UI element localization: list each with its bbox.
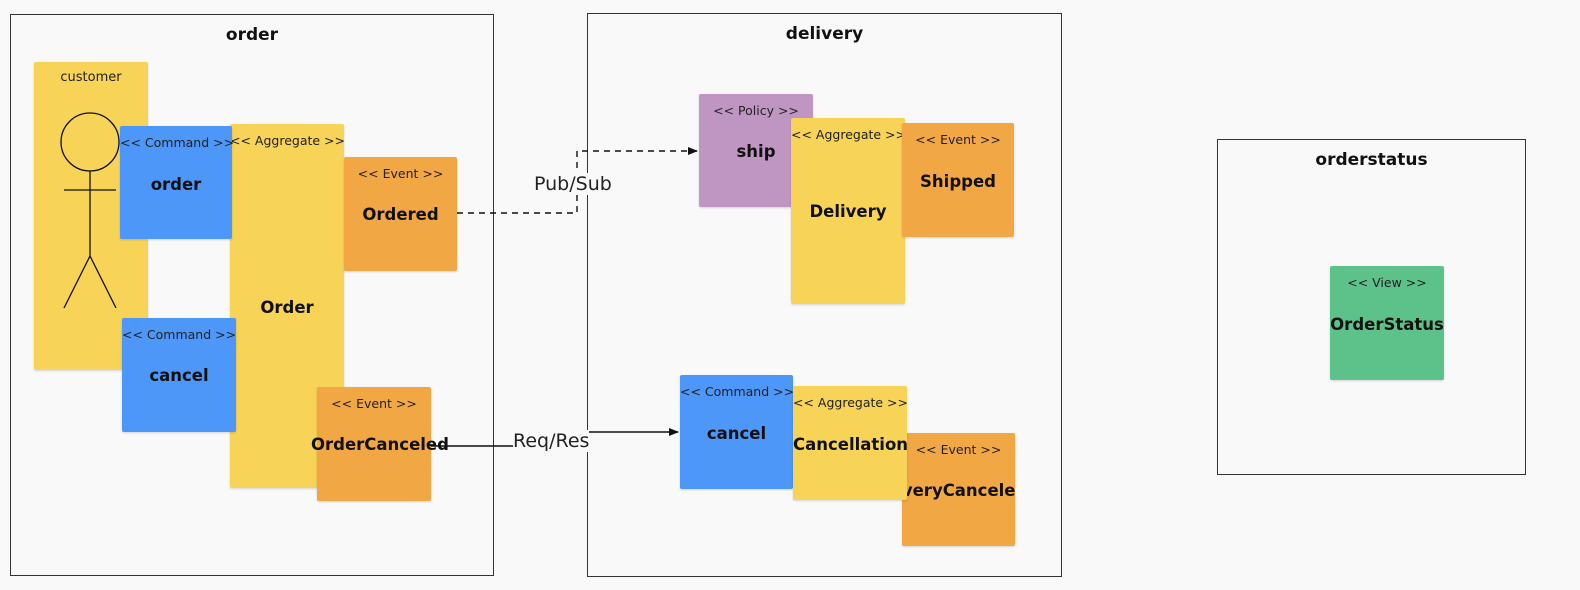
stereotype-label: << Aggregate >> [230,133,346,148]
event-name: DeliveryCanceled [902,481,1015,500]
stereotype-label: << Event >> [915,132,1001,147]
command-cancel[interactable]: << Command >> cancel [122,318,236,432]
stereotype-label: << Event >> [915,442,1002,457]
stereotype-label: << View >> [1347,275,1427,290]
stereotype-label: << Command >> [122,327,237,342]
aggregate-delivery[interactable]: << Aggregate >> Delivery [791,118,907,304]
policy-name: ship [736,142,776,161]
actor-label: customer [60,70,122,85]
command-name: cancel [149,366,209,385]
view-orderstatus[interactable]: << View >> OrderStatus [1330,266,1444,380]
event-name: OrderCanceled [311,435,449,454]
event-shipped[interactable]: << Event >> Shipped [902,123,1014,237]
stereotype-label: << Aggregate >> [793,395,909,410]
bounded-context-title: order [225,25,279,45]
command-delivery-cancel[interactable]: << Command >> cancel [680,375,795,489]
aggregate-name: Order [260,298,314,317]
stereotype-label: << Command >> [680,384,795,399]
view-name: OrderStatus [1330,315,1444,334]
stereotype-label: << Command >> [120,135,235,150]
event-delivery-canceled[interactable]: << Event >> DeliveryCanceled [902,433,1015,546]
aggregate-name: Delivery [809,202,887,221]
command-order[interactable]: << Command >> order [120,126,235,239]
event-name: Shipped [920,172,996,191]
event-order-canceled[interactable]: << Event >> OrderCanceled [311,387,449,501]
stereotype-label: << Policy >> [713,103,799,118]
stereotype-label: << Aggregate >> [791,127,907,142]
aggregate-cancellation[interactable]: << Aggregate >> Cancellation [793,386,909,500]
event-name: Ordered [362,205,439,224]
bounded-context-title: orderstatus [1315,150,1428,170]
stereotype-label: << Event >> [357,166,444,181]
stereotype-label: << Event >> [331,396,417,411]
bounded-context-title: delivery [785,24,864,44]
command-name: order [150,175,202,194]
command-name: cancel [706,424,767,443]
pubsub-label[interactable]: Pub/Sub [534,173,612,195]
event-ordered[interactable]: << Event >> Ordered [344,157,457,271]
reqres-label[interactable]: Req/Res [513,430,590,452]
aggregate-name: Cancellation [793,435,909,454]
